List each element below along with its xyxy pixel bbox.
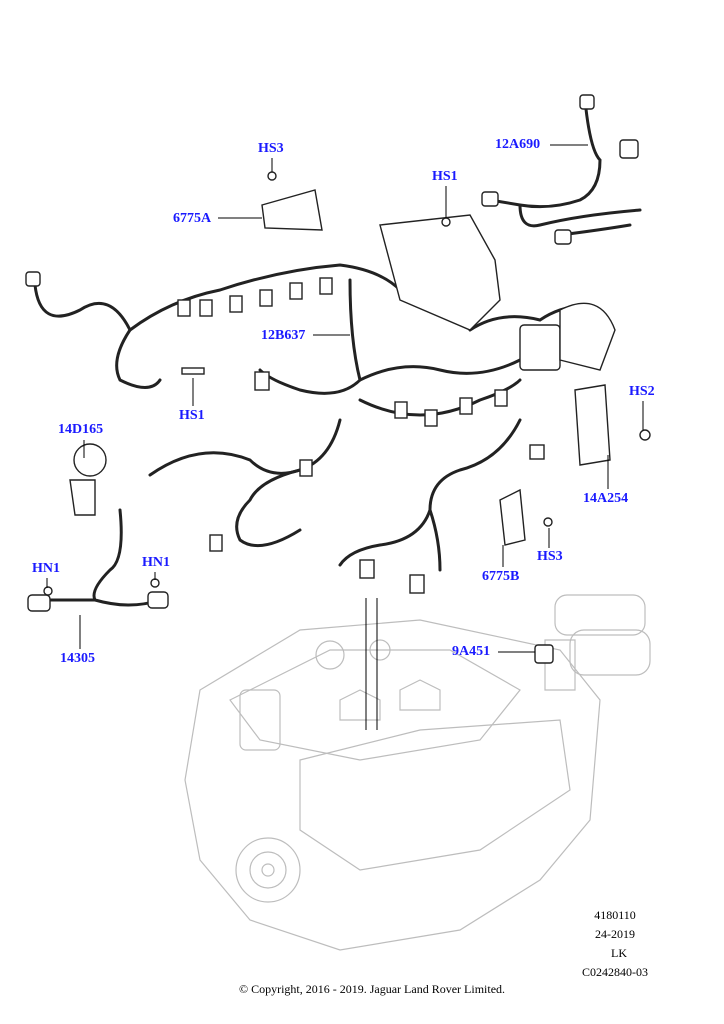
copyright-notice: © Copyright, 2016 - 2019. Jaguar Land Ro…: [238, 982, 506, 996]
callout-hs1-left[interactable]: HS1: [179, 408, 205, 423]
callout-hs3-top[interactable]: HS3: [258, 141, 284, 156]
callout-hs3-right[interactable]: HS3: [537, 549, 563, 564]
engine-block: [184, 619, 601, 951]
drawing-code: C0242840-03: [582, 965, 648, 979]
starter-motor: [544, 594, 651, 691]
callout-14d165[interactable]: 14D165: [58, 422, 104, 437]
callout-6775b[interactable]: 6775B: [482, 569, 520, 584]
callout-hn1-right[interactable]: HN1: [142, 555, 170, 570]
callout-12b637[interactable]: 12B637: [261, 328, 306, 343]
callout-12a690[interactable]: 12A690: [495, 137, 541, 152]
author-initials: LK: [611, 946, 627, 960]
callout-14a254[interactable]: 14A254: [583, 491, 629, 506]
harness-components: [25, 94, 651, 664]
callout-hs2[interactable]: HS2: [629, 384, 655, 399]
date-code: 24-2019: [595, 927, 635, 941]
callout-6775a[interactable]: 6775A: [173, 211, 212, 226]
callout-hs1-top[interactable]: HS1: [432, 169, 458, 184]
leader-lines: [46, 144, 644, 730]
callout-14305[interactable]: 14305: [60, 651, 95, 666]
callout-9a451[interactable]: 9A451: [452, 644, 491, 659]
callout-hn1-left[interactable]: HN1: [32, 561, 60, 576]
illustration-number: 4180110: [594, 908, 636, 922]
